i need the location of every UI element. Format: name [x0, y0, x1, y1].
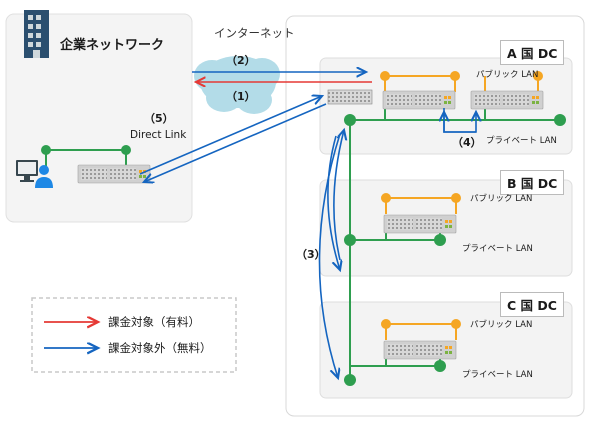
- dc-c-title: C 国 DC: [500, 292, 564, 317]
- dc-a-title: A 国 DC: [500, 40, 565, 65]
- internet-label: インターネット: [214, 26, 295, 40]
- arrow-3-free-ab: [327, 135, 340, 270]
- step-1-label: （1）: [226, 90, 256, 103]
- building-icon: [24, 10, 49, 58]
- arrow-5-free-out: [139, 96, 322, 175]
- step-5-label: （5）: [144, 112, 174, 125]
- step-4-label: （4）: [452, 136, 482, 149]
- dc-a-switch-2: [470, 90, 544, 110]
- dc-a-public-lan: パブリック LAN: [476, 70, 539, 80]
- dc-b-public-lan: パブリック LAN: [470, 194, 533, 204]
- direct-link-label: Direct Link: [130, 129, 187, 141]
- corporate-switch: [77, 164, 151, 184]
- dc-b-private-lan: プライベート LAN: [462, 244, 533, 254]
- dc-b-title: B 国 DC: [500, 170, 565, 195]
- step-2-label: （2）: [226, 54, 256, 67]
- dc-b-switch: [383, 214, 457, 234]
- step-3-label: （3）: [296, 248, 326, 261]
- user-computer-icon: [16, 160, 53, 188]
- dc-a-private-lan: プライベート LAN: [486, 136, 557, 146]
- corporate-network-title: 企業ネットワーク: [60, 38, 165, 53]
- legend-free-label: 課金対象外（無料）: [108, 341, 212, 355]
- dc-a-switch-1: [382, 90, 456, 110]
- gateway-device: [327, 89, 373, 105]
- legend-box: [31, 297, 237, 373]
- dc-c-public-lan: パブリック LAN: [470, 320, 533, 330]
- dc-c-private-lan: プライベート LAN: [462, 370, 533, 380]
- dc-c-switch: [383, 340, 457, 360]
- arrow-3-free-ac: [318, 133, 341, 378]
- arrow-5-free-in: [144, 103, 327, 182]
- legend-paid-label: 課金対象（有料）: [108, 315, 200, 329]
